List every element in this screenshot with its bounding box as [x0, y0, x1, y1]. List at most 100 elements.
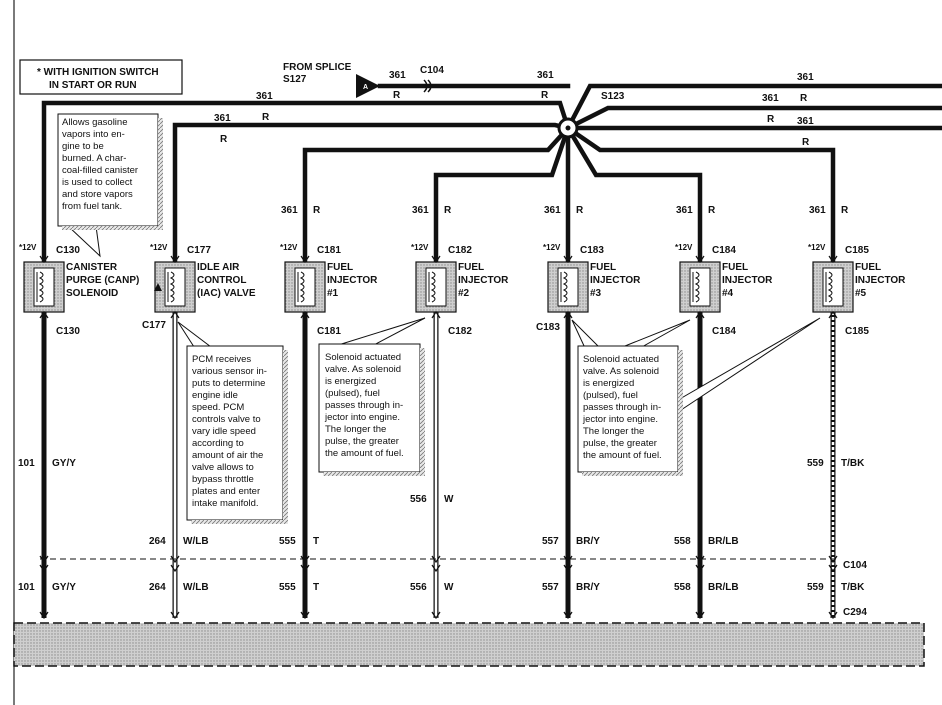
note-pcm-line: valve allows to [192, 462, 254, 473]
note-pcm-line: various sensor in- [192, 366, 267, 377]
voltage-label: *12V [150, 243, 168, 252]
connector-chevron-icon [300, 310, 310, 319]
wire-circuit-label: 101 [18, 582, 35, 593]
component-name: CONTROL [197, 275, 246, 286]
wire-circuit-label: 556 [410, 582, 427, 593]
coil-icon [169, 271, 175, 303]
splice-badge: A [363, 84, 368, 91]
connector-chevron-icon [300, 255, 310, 264]
wire-color-label: T [313, 536, 319, 547]
component-name: INJECTOR [327, 275, 378, 286]
component-name: PURGE (CANP) [66, 275, 139, 286]
wire-circuit-label: 559 [807, 458, 824, 469]
connector-chevron-icon [828, 255, 838, 264]
inline-connector-icon [300, 555, 310, 573]
connector-top-label: C182 [448, 245, 472, 256]
splice-color: R [393, 90, 401, 101]
inline-connector-icon [563, 555, 573, 573]
top-color-4: R [802, 137, 810, 148]
wire-color-label: T/BK [841, 582, 865, 593]
feed-circuit-label: 361 [676, 205, 693, 216]
valve-arrow-icon [154, 283, 162, 291]
feed-color-label: R [576, 205, 584, 216]
wire-color-label: W/LB [183, 582, 209, 593]
connector-chevron-icon [431, 255, 441, 264]
wire-color-label: T/BK [841, 458, 865, 469]
c294-label: C294 [843, 607, 867, 618]
voltage-label: *12V [411, 243, 429, 252]
connector-chevron-icon [695, 611, 705, 620]
connector-chevron-icon [431, 310, 441, 319]
wire-color-label: BR/Y [576, 536, 600, 547]
note-solenoid-b-line: jector into engine. [582, 414, 658, 425]
wire-circuit-label: 558 [674, 536, 691, 547]
wire-circuit-label: 557 [542, 536, 559, 547]
feed-circuit-label: 361 [809, 205, 826, 216]
feed-color-label: R [841, 205, 849, 216]
iac-feed-color-top: R [262, 112, 270, 123]
note-pcm-line: intake manifold. [192, 498, 259, 509]
wire-circuit-label: 558 [674, 582, 691, 593]
feed-circuit-label: 361 [281, 205, 298, 216]
connector-top-label: C130 [56, 245, 80, 256]
note-solenoid-b-line: the amount of fuel. [583, 450, 662, 461]
connector-chevron-icon [300, 611, 310, 620]
connector-chevron-icon [39, 310, 49, 319]
connector-top-label: C181 [317, 245, 341, 256]
note-solenoid-a-line: Solenoid actuated [325, 352, 401, 363]
inline-connector-icon [695, 555, 705, 573]
note-solenoid-b-line: pulse, the greater [583, 438, 657, 449]
coil-icon [694, 271, 700, 303]
connector-bottom-label: C130 [56, 326, 80, 337]
note-solenoid-a-line: the amount of fuel. [325, 448, 404, 459]
wire-color-label: BR/LB [708, 536, 739, 547]
c104-label: C104 [843, 560, 867, 571]
svg-text:PCM receives various sen: PCM receives various sensor in- puts to … [192, 354, 270, 509]
note-solenoid-a-line: valve. As solenoid [325, 364, 401, 375]
voltage-label: *12V [19, 243, 37, 252]
connector-bottom-label: C185 [845, 326, 869, 337]
note-solenoid-b-line: The longer the [583, 426, 644, 437]
component-name: INJECTOR [722, 275, 773, 286]
canp-feed-circuit: 361 [256, 91, 273, 102]
connector-bottom-label: C183 [536, 322, 560, 333]
connector-chevron-icon [563, 611, 573, 620]
connector-bottom-label: C181 [317, 326, 341, 337]
component-name: INJECTOR [590, 275, 641, 286]
notice-line-2: IN START OR RUN [49, 80, 137, 91]
note-solenoid-a-line: jector into engine. [324, 412, 400, 423]
wire-color-label: GY/Y [52, 458, 76, 469]
top-color-3: R [767, 114, 775, 125]
component-name: IDLE AIR [197, 262, 240, 273]
connector-bottom-label: C177 [142, 320, 166, 331]
feed-circuit-label: 361 [544, 205, 561, 216]
splice-connector: C104 [420, 65, 444, 76]
component-name: FUEL [590, 262, 616, 273]
component-name: INJECTOR [458, 275, 509, 286]
note-pcm-line: plates and enter [192, 486, 260, 497]
connector-chevron-icon [828, 310, 838, 319]
component-name: FUEL [458, 262, 484, 273]
svg-text:Solenoid actuated valve.: Solenoid actuated valve. As solenoid is … [324, 352, 406, 459]
wire-circuit-label: 101 [18, 458, 35, 469]
splice-center-label: S123 [601, 91, 625, 102]
connector-top-label: C185 [845, 245, 869, 256]
component-name: #3 [590, 288, 602, 299]
note-pcm-line: bypass throttle [192, 474, 254, 485]
component-name: #2 [458, 288, 470, 299]
top-circuit-3: 361 [797, 116, 814, 127]
connector-chevron-icon [563, 255, 573, 264]
note-pcm-line: vary idle speed [192, 426, 256, 437]
component-name: FUEL [327, 262, 353, 273]
note-solenoid-a-line: The longer the [325, 424, 386, 435]
top-color-center: R [541, 90, 549, 101]
component-name: #4 [722, 288, 734, 299]
note-solenoid-b-line: passes through in- [583, 402, 661, 413]
note-canister-line: vapors into en- [62, 129, 125, 140]
note-pcm-line: according to [192, 438, 244, 449]
note-solenoid-b-line: Solenoid actuated [583, 354, 659, 365]
connector-chevron-icon [828, 611, 838, 620]
